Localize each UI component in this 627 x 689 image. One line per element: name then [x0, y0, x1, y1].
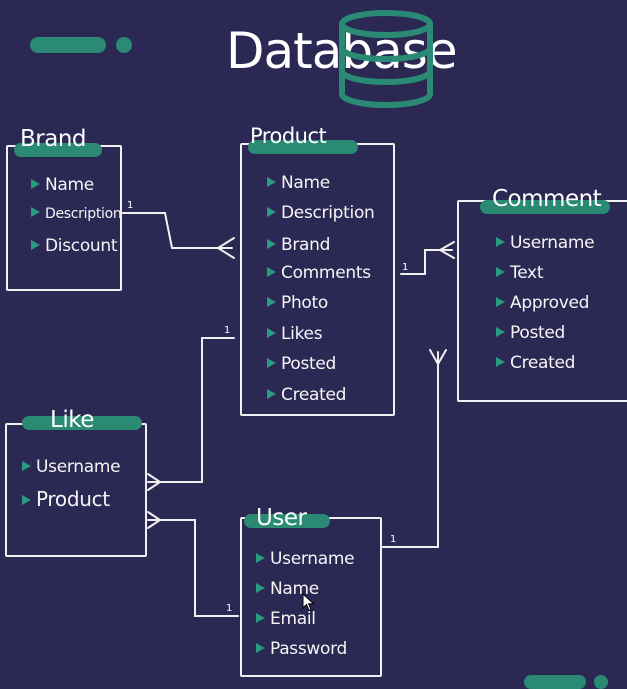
- comment-field-text: Text: [496, 263, 543, 283]
- product-field-brand: Brand: [267, 235, 330, 255]
- entity-brand-title: Brand: [20, 126, 87, 152]
- product-field-likes: Likes: [267, 324, 323, 344]
- field-label: Approved: [510, 293, 590, 313]
- arrow-icon: [256, 553, 265, 563]
- user-field-name: Name: [256, 579, 319, 599]
- entity-comment-title: Comment: [492, 186, 602, 212]
- field-label: Created: [510, 353, 576, 373]
- field-label: Text: [510, 263, 544, 283]
- comment-field-created: Created: [496, 353, 575, 373]
- arrow-icon: [496, 297, 505, 307]
- arrow-icon: [496, 327, 505, 337]
- field-label: Name: [281, 173, 330, 193]
- comment-field-posted: Posted: [496, 323, 565, 343]
- entity-like-title: Like: [50, 407, 94, 433]
- cardinality-like-product: 1: [224, 325, 231, 336]
- field-label: Name: [45, 175, 94, 195]
- cardinality-like-user: 1: [226, 603, 233, 614]
- arrow-icon: [496, 237, 505, 247]
- brand-field-name: Name: [31, 175, 94, 195]
- comment-field-approved: Approved: [496, 293, 589, 313]
- decor-pill-top-left: [30, 37, 106, 53]
- field-label: Likes: [281, 324, 323, 344]
- entity-user-header-bar: [244, 514, 330, 528]
- product-field-created: Created: [267, 385, 346, 405]
- arrow-icon: [256, 643, 265, 653]
- arrow-icon: [267, 328, 276, 338]
- cardinality-user-comment: 1: [390, 534, 397, 545]
- brand-field-discount: Discount: [31, 236, 118, 256]
- user-field-email: Email: [256, 609, 316, 629]
- field-label: Photo: [281, 293, 328, 313]
- arrow-icon: [31, 207, 40, 217]
- user-field-password: Password: [256, 639, 347, 659]
- field-label: Username: [510, 233, 595, 253]
- field-label: Username: [36, 457, 121, 477]
- entity-user-title: User: [256, 505, 307, 531]
- arrow-icon: [267, 267, 276, 277]
- cardinality-brand-product: 1: [127, 200, 134, 211]
- field-label: Username: [270, 549, 355, 569]
- arrow-icon: [256, 613, 265, 623]
- field-label: Comments: [281, 263, 371, 283]
- arrow-icon: [267, 177, 276, 187]
- entity-like-header-bar: [22, 416, 142, 430]
- field-label: Product: [36, 487, 110, 511]
- arrow-icon: [22, 461, 31, 471]
- field-label: Name: [270, 579, 319, 599]
- entity-product-header-bar: [248, 140, 358, 154]
- field-label: Discount: [45, 236, 118, 256]
- decor-dot-top-left: [116, 37, 132, 53]
- decor-dot-bottom-right: [594, 675, 608, 689]
- entity-comment-header-bar: [480, 200, 610, 214]
- arrow-icon: [22, 495, 31, 505]
- decor-pill-bottom-right: [524, 675, 586, 689]
- field-label: Created: [281, 385, 347, 405]
- user-field-username: Username: [256, 549, 355, 569]
- product-field-posted: Posted: [267, 354, 336, 374]
- field-label: Email: [270, 609, 316, 629]
- arrow-icon: [267, 389, 276, 399]
- arrow-icon: [496, 267, 505, 277]
- arrow-icon: [496, 357, 505, 367]
- like-field-product: Product: [22, 487, 110, 511]
- arrow-icon: [31, 179, 40, 189]
- arrow-icon: [267, 239, 276, 249]
- field-label: Brand: [281, 235, 331, 255]
- arrow-icon: [31, 240, 40, 250]
- product-field-description: Description: [267, 203, 375, 223]
- field-label: Posted: [281, 354, 337, 374]
- cardinality-product-comment: 1: [402, 262, 409, 273]
- field-label: Description: [45, 206, 122, 222]
- product-field-photo: Photo: [267, 293, 328, 313]
- entity-brand-header-bar: [14, 143, 102, 157]
- arrow-icon: [267, 358, 276, 368]
- field-label: Posted: [510, 323, 566, 343]
- database-icon: [339, 10, 433, 108]
- product-field-comments: Comments: [267, 263, 371, 283]
- mouse-cursor-icon: [302, 593, 315, 612]
- arrow-icon: [267, 207, 276, 217]
- product-field-name: Name: [267, 173, 330, 193]
- arrow-icon: [256, 583, 265, 593]
- entity-product-title: Product: [250, 124, 327, 148]
- arrow-icon: [267, 297, 276, 307]
- comment-field-username: Username: [496, 233, 595, 253]
- field-label: Password: [270, 639, 348, 659]
- like-field-username: Username: [22, 457, 121, 477]
- field-label: Description: [281, 203, 375, 223]
- brand-field-description: Description: [31, 206, 122, 222]
